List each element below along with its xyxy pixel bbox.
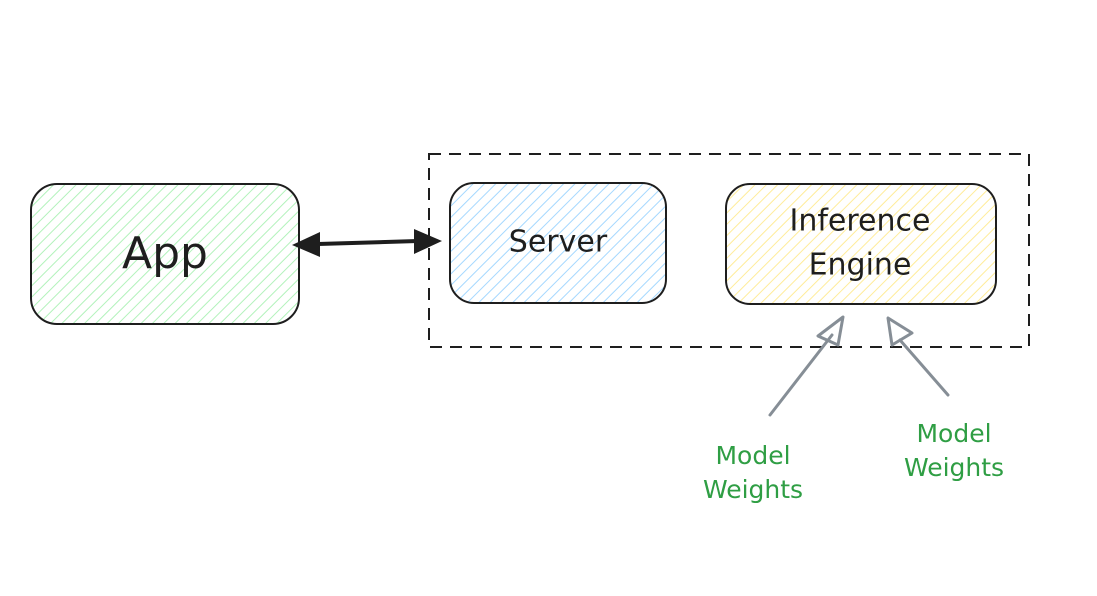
weights-arrow-right	[886, 316, 950, 397]
inference-engine-node: Inference Engine	[725, 183, 997, 305]
app-server-arrow-shaft	[316, 239, 420, 246]
app-server-arrow	[292, 229, 442, 257]
weights-arrow-right-shaft	[898, 338, 950, 397]
inference-engine-label-line2: Engine	[809, 248, 912, 283]
app-node: App	[30, 183, 300, 325]
model-weights-note-left: Model Weights	[703, 441, 803, 504]
inference-engine-box	[725, 183, 997, 305]
weights-arrow-left-shaft	[768, 333, 834, 417]
weights-arrow-left	[768, 315, 845, 417]
model-weights-left-line2: Weights	[703, 475, 803, 504]
arrowhead-to-server	[414, 229, 442, 254]
server-label: Server	[509, 225, 608, 260]
app-box	[30, 183, 300, 325]
model-weights-left-line1: Model	[715, 441, 790, 470]
app-label: App	[122, 228, 208, 279]
model-weights-right-line1: Model	[916, 419, 991, 448]
model-weights-note-right: Model Weights	[904, 419, 1004, 482]
model-weights-right-line2: Weights	[904, 453, 1004, 482]
weights-arrow-left-head	[816, 315, 845, 347]
service-group-boundary	[428, 153, 1030, 348]
server-node: Server	[449, 182, 667, 304]
arrowhead-to-app	[292, 232, 320, 257]
inference-engine-label-line1: Inference	[790, 204, 931, 239]
weights-arrow-right-head	[886, 316, 914, 347]
server-box	[449, 182, 667, 304]
